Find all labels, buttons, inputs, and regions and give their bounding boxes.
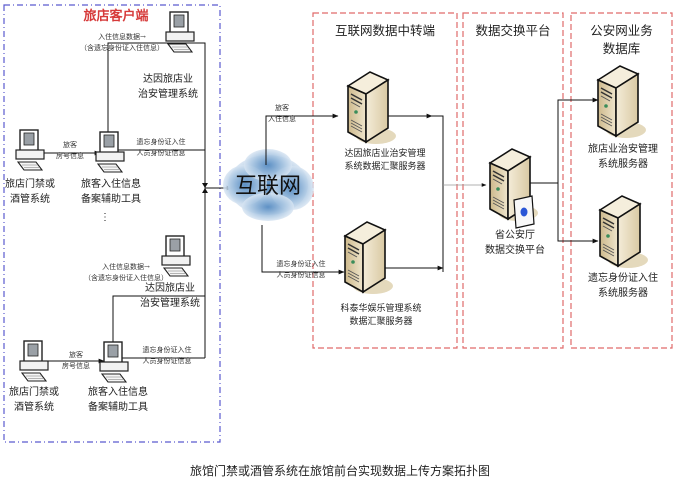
bottom-guest-line2: 房号信息 bbox=[62, 361, 90, 370]
relay-server-2-line2: 数据汇聚服务器 bbox=[349, 317, 413, 328]
bottom-forgot-line1: 遗忘身份证入住 bbox=[142, 346, 192, 354]
bottom-tool-label: 旅客入住信息 备案辅助工具 bbox=[84, 386, 152, 415]
bottom-upload-label-line2: （含遗忘身份证入住信息） bbox=[84, 273, 168, 282]
client-zone-title: 旅店客户端 bbox=[83, 9, 149, 24]
arrow-exchange-to-police-server-1 bbox=[557, 97, 599, 183]
top-system-line2: 治安管理系统 bbox=[138, 88, 198, 100]
exchange-zone-title: 数据交换平台 bbox=[475, 23, 551, 38]
top-upload-label-line2: （含遗忘身份证入住信息） bbox=[80, 43, 164, 52]
diagram-caption: 旅馆门禁或酒管系统在旅馆前台实现数据上传方案拓扑图 bbox=[189, 464, 490, 478]
top-upload-label: 入住信息数据→ （含遗忘身份证入住信息） bbox=[72, 32, 172, 53]
top-tool-pc-icon bbox=[95, 131, 125, 173]
top-forgot-id-label: 遗忘身份证入住 人员身份证信息 bbox=[126, 137, 196, 158]
client-zone-border bbox=[3, 4, 221, 443]
police-server-1-label: 旅店业治安管理 系统服务器 bbox=[575, 143, 671, 172]
bottom-system-line2: 治安管理系统 bbox=[140, 297, 200, 309]
police-zone-title-line1: 公安网业务 bbox=[590, 23, 653, 38]
bottom-guest-line1: 旅客 bbox=[69, 351, 83, 359]
top-guest-line1: 旅客 bbox=[63, 141, 77, 149]
relay-server-2-icon bbox=[344, 221, 394, 295]
top-system-line1: 达因旅店业 bbox=[143, 74, 193, 85]
line-relay-server-1-out bbox=[373, 115, 444, 272]
exchange-server-label: 省公安厅 数据交换平台 bbox=[470, 229, 560, 258]
top-system-label: 达因旅店业 治安管理系统 bbox=[128, 73, 208, 102]
police-server-1-line1: 旅店业治安管理 bbox=[588, 144, 658, 155]
exchange-server-line1: 省公安厅 bbox=[495, 230, 535, 241]
upper-flow-line1: 旅客 bbox=[275, 104, 289, 112]
top-guest-room-label: 旅客 房号信息 bbox=[52, 140, 88, 161]
relay-server-1-line1: 达因旅店业治安管理 bbox=[344, 149, 426, 159]
bottom-door-pc-icon bbox=[19, 340, 49, 382]
lower-flow-label: 遗忘身份证入住 人员身份证信息 bbox=[262, 259, 340, 280]
bottom-door-line1: 旅店门禁或 bbox=[9, 387, 59, 398]
bottom-upload-label: 入住信息数据→ （含遗忘身份证入住信息） bbox=[76, 262, 176, 283]
relay-zone-border bbox=[312, 12, 458, 349]
relay-server-1-icon bbox=[347, 71, 397, 145]
police-server-1-icon bbox=[597, 65, 647, 139]
police-server-1-line2: 系统服务器 bbox=[598, 158, 648, 170]
bottom-door-system-label: 旅店门禁或 酒管系统 bbox=[6, 386, 62, 415]
relay-zone-title: 互联网数据中转端 bbox=[334, 23, 435, 38]
bottom-guest-room-label: 旅客 房号信息 bbox=[58, 350, 94, 371]
bottom-forgot-id-label: 遗忘身份证入住 人员身份证信息 bbox=[132, 345, 202, 366]
police-server-2-icon bbox=[599, 195, 649, 269]
bottom-door-line2: 酒管系统 bbox=[14, 401, 54, 413]
top-door-line1: 旅店门禁或 bbox=[5, 179, 55, 190]
top-forgot-line1: 遗忘身份证入住 bbox=[136, 138, 186, 146]
police-zone-border bbox=[570, 12, 673, 349]
police-server-2-label: 遗忘身份证入住 系统服务器 bbox=[575, 272, 671, 301]
top-tool-line2: 备案辅助工具 bbox=[81, 193, 141, 205]
bottom-tool-line1: 旅客入住信息 bbox=[88, 387, 148, 398]
ellipsis-more-hotels: ⋮ bbox=[100, 212, 110, 223]
bottom-tool-line2: 备案辅助工具 bbox=[88, 401, 148, 413]
top-door-line2: 酒管系统 bbox=[10, 193, 50, 205]
top-forgot-line2: 人员身份证信息 bbox=[136, 148, 186, 157]
bottom-system-label: 达因旅店业 治安管理系统 bbox=[130, 282, 210, 311]
lower-flow-line2: 人员身份证信息 bbox=[276, 270, 326, 279]
top-upload-label-line1: 入住信息数据→ bbox=[98, 33, 146, 41]
top-tool-label: 旅客入住信息 备案辅助工具 bbox=[77, 178, 145, 207]
police-zone-title-line2: 数据库 bbox=[602, 40, 641, 56]
internet-label: 互联网 bbox=[234, 174, 301, 199]
relay-server-1-line2: 系统数据汇聚服务器 bbox=[344, 162, 426, 173]
line-top-tool-to-system bbox=[107, 42, 206, 185]
bottom-forgot-line2: 人员身份证信息 bbox=[142, 356, 192, 365]
upper-flow-label: 旅客 入住信息 bbox=[264, 103, 300, 124]
bottom-system-line1: 达因旅店业 bbox=[145, 283, 195, 294]
top-guest-line2: 房号信息 bbox=[56, 151, 84, 160]
arrow-internet-to-relay-server-1 bbox=[265, 113, 339, 165]
lower-flow-line1: 遗忘身份证入住 bbox=[276, 260, 326, 268]
top-tool-line1: 旅客入住信息 bbox=[81, 179, 141, 190]
bottom-upload-label-line1: 入住信息数据→ bbox=[102, 263, 150, 271]
exchange-server-line2: 数据交换平台 bbox=[485, 244, 545, 256]
arrow-internet-to-relay-server-2 bbox=[261, 225, 345, 275]
bottom-tool-pc-icon bbox=[99, 341, 129, 383]
police-zone-title: 公安网业务 数据库 bbox=[571, 22, 672, 57]
police-server-2-line1: 遗忘身份证入住 bbox=[588, 273, 658, 284]
internet-cloud-icon bbox=[223, 149, 314, 221]
relay-server-2-line1: 科泰华娱乐管理系统 bbox=[340, 304, 422, 314]
top-door-system-label: 旅店门禁或 酒管系统 bbox=[2, 178, 58, 207]
police-server-2-line2: 系统服务器 bbox=[598, 287, 648, 299]
exchange-card-icon bbox=[513, 195, 535, 229]
top-door-pc-icon bbox=[15, 129, 45, 171]
upper-flow-line2: 入住信息 bbox=[268, 114, 296, 123]
relay-server-2-label: 科泰华娱乐管理系统 数据汇聚服务器 bbox=[316, 303, 446, 329]
exchange-zone-border bbox=[462, 12, 564, 349]
relay-server-1-label: 达因旅店业治安管理 系统数据汇聚服务器 bbox=[320, 148, 450, 174]
arrow-exchange-to-police-server-2 bbox=[557, 183, 599, 244]
